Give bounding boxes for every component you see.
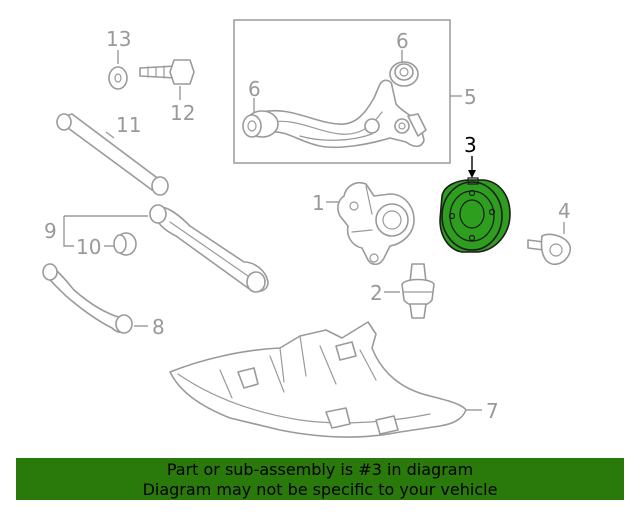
callout-10: 10	[76, 235, 101, 259]
upper-control-arm-assembly[interactable]	[233, 19, 451, 164]
banner-line-1: Part or sub-assembly is #3 in diagram	[166, 460, 474, 479]
callout-7: 7	[486, 399, 499, 423]
callout-11: 11	[116, 113, 141, 137]
banner-line-2: Diagram may not be specific to your vehi…	[142, 480, 498, 499]
part-info-banner: Part or sub-assembly is #3 in diagram Di…	[16, 458, 624, 500]
bushing-right[interactable]	[389, 61, 419, 87]
callout-1: 1	[312, 191, 325, 215]
lower-trailing-arm[interactable]	[149, 204, 269, 293]
washer[interactable]	[108, 66, 128, 90]
callout-5: 5	[464, 85, 477, 109]
axle-bolt[interactable]	[527, 233, 572, 266]
underbody-shield[interactable]	[169, 321, 467, 438]
arrow-head-icon	[468, 170, 476, 178]
ball-joint[interactable]	[401, 263, 435, 319]
lateral-link[interactable]	[56, 113, 169, 196]
toe-link[interactable]	[42, 263, 133, 334]
callout-6-right: 6	[396, 29, 409, 53]
bushing-left[interactable]	[242, 110, 279, 138]
lower-arm-bushing[interactable]	[113, 232, 137, 256]
callout-3: 3	[464, 133, 477, 157]
callout-6-left: 6	[248, 77, 261, 101]
callout-12: 12	[170, 101, 195, 125]
callout-4: 4	[558, 199, 571, 223]
upper-arm-group-box	[233, 19, 451, 164]
wheel-hub-bearing[interactable]	[439, 177, 511, 253]
callout-9: 9	[44, 219, 57, 243]
steering-knuckle[interactable]	[337, 181, 415, 266]
parts-diagram: 13 12 11 6 6 5 3 1 4 9 10 2 8 7	[42, 19, 572, 438]
callout-8: 8	[152, 315, 165, 339]
callout-2: 2	[370, 281, 383, 305]
bolt[interactable]	[139, 59, 195, 85]
callout-13: 13	[106, 27, 131, 51]
